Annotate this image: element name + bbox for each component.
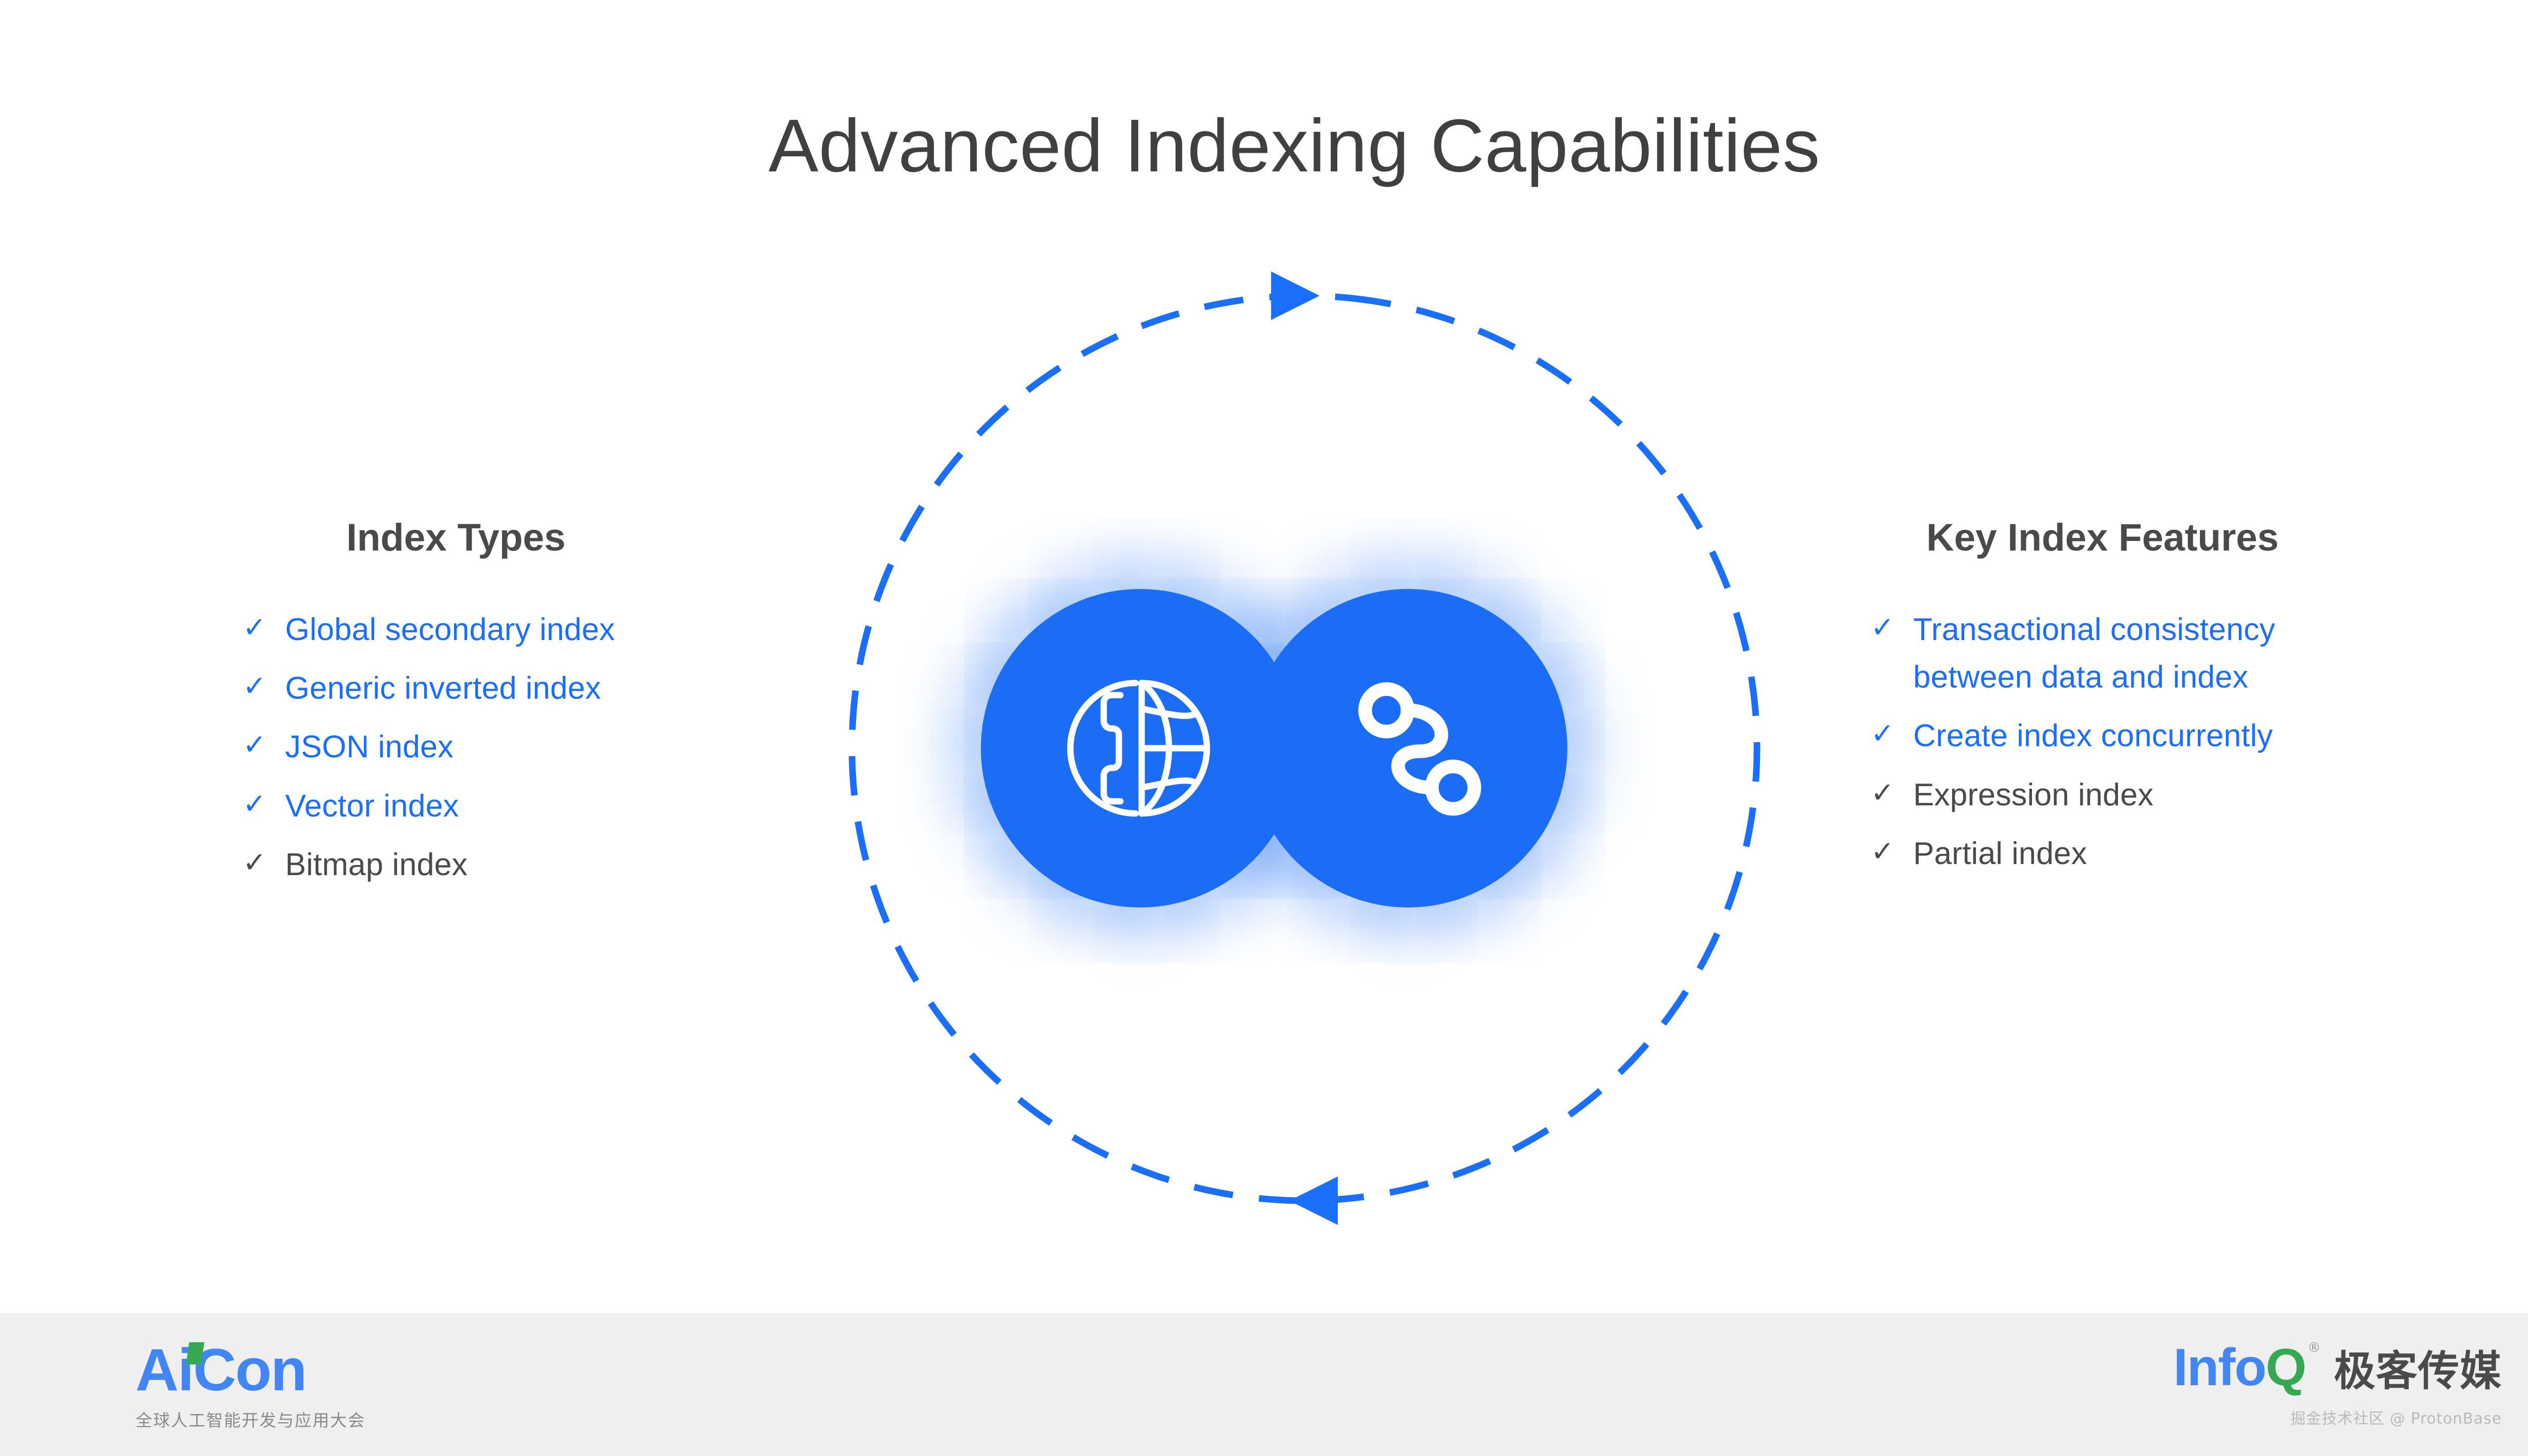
check-icon: ✓: [243, 670, 266, 702]
list-item-label: Bitmap index: [285, 847, 468, 882]
infoq-logo: Info Q ® 极客传媒 掘金技术社区 @ ProtonBase: [2173, 1341, 2502, 1428]
infoq-q-text: Q: [2266, 1338, 2307, 1397]
infoq-info-text: Info: [2173, 1338, 2267, 1397]
aicon-wordmark-text: AiCon: [136, 1337, 307, 1403]
ring-arrow-bottom: [1289, 1176, 1338, 1225]
list-item: ✓ Partial index: [1871, 830, 2467, 878]
check-icon: ✓: [243, 611, 266, 643]
aicon-subtitle: 全球人工智能开发与应用大会: [136, 1410, 366, 1430]
infoq-chinese-text: 极客传媒: [2333, 1347, 2502, 1395]
list-item-label: Partial index: [1913, 836, 2087, 871]
watermark-text: 掘金技术社区 @ ProtonBase: [2290, 1410, 2502, 1428]
check-icon: ✓: [1871, 717, 1894, 750]
aicon-logo: AiCon 全球人工智能开发与应用大会: [136, 1340, 366, 1431]
footer-bar: AiCon 全球人工智能开发与应用大会 Info Q ® 极客传媒 掘金技术社区…: [0, 1313, 2528, 1456]
index-types-column: Index Types ✓ Global secondary index ✓ G…: [243, 516, 809, 900]
list-item: ✓ Generic inverted index: [243, 665, 809, 712]
key-index-features-column: Key Index Features ✓ Transactional consi…: [1871, 516, 2467, 889]
list-item-label: JSON index: [285, 730, 454, 765]
check-icon: ✓: [243, 787, 266, 820]
check-icon: ✓: [1871, 776, 1894, 808]
index-types-title: Index Types: [346, 516, 566, 559]
list-item-label: Global secondary index: [285, 612, 615, 647]
key-index-features-list: ✓ Transactional consistency between data…: [1871, 606, 2467, 878]
dual-circle-group: [976, 571, 1633, 925]
list-item: ✓ Global secondary index: [243, 606, 809, 654]
check-icon: ✓: [1871, 835, 1894, 867]
index-types-list: ✓ Global secondary index ✓ Generic inver…: [243, 606, 809, 889]
check-icon: ✓: [243, 729, 266, 761]
check-icon: ✓: [243, 846, 266, 878]
list-item-label: Expression index: [1913, 777, 2154, 812]
page-title: Advanced Indexing Capabilities: [768, 104, 1821, 188]
dashed-ring-icon: [848, 271, 1760, 1225]
list-item: ✓ Vector index: [243, 783, 809, 830]
list-item: ✓ JSON index: [243, 723, 809, 771]
check-icon: ✓: [1871, 611, 1894, 643]
list-item: ✓ Create index concurrently: [1871, 712, 2467, 760]
registered-trademark-icon: ®: [2307, 1340, 2321, 1355]
center-graphic: [809, 253, 1800, 1244]
phone-globe-icon: [1067, 679, 1210, 817]
aicon-accent-icon: [186, 1342, 205, 1364]
list-item-label: Transactional consistency between data a…: [1913, 612, 2276, 695]
list-item-label: Create index concurrently: [1913, 718, 2273, 754]
list-item: ✓ Bitmap index: [243, 841, 809, 889]
key-index-features-title: Key Index Features: [1926, 516, 2279, 559]
list-item-label: Vector index: [285, 788, 459, 824]
ring-arrow-top: [1271, 271, 1320, 320]
aicon-wordmark: AiCon: [136, 1337, 307, 1403]
node-path-icon: [1358, 682, 1481, 816]
list-item: ✓ Expression index: [1871, 771, 2467, 819]
list-item-label: Generic inverted index: [285, 671, 601, 706]
infoq-wordmark: Info Q ® 极客传媒: [2173, 1341, 2502, 1394]
list-item: ✓ Transactional consistency between data…: [1871, 606, 2467, 701]
